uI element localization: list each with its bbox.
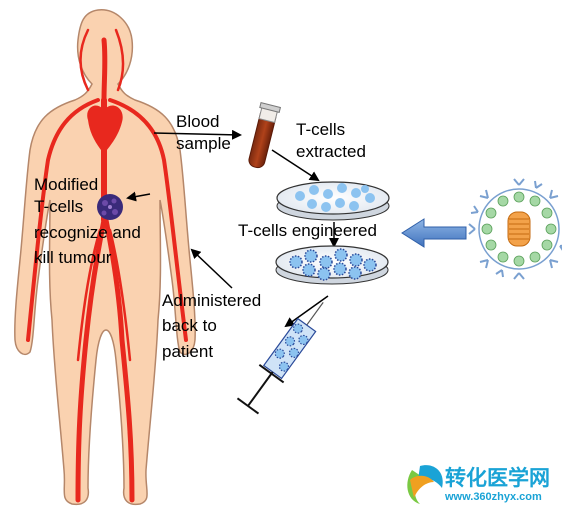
engineered-t-cells-cluster <box>289 248 377 281</box>
syringe-icon <box>236 302 324 415</box>
arrow-dish-to-syringe <box>284 295 329 328</box>
human-body-figure <box>14 9 196 506</box>
t-cells-cluster <box>295 183 375 212</box>
modified-label-line1: Modified <box>34 175 98 194</box>
arrow-body-to-tube <box>153 129 242 140</box>
blood-sample-label-line2: sample <box>176 134 231 153</box>
administered-label-line1: Administered <box>162 291 261 310</box>
blood-tube-icon <box>248 102 282 169</box>
petri-dish-engineered <box>275 245 389 285</box>
arrow-to-tumour <box>126 191 151 202</box>
petri-dish-extracted <box>276 181 390 221</box>
tumour-icon <box>97 194 123 220</box>
watermark-logo-icon <box>407 465 443 504</box>
tcells-extracted-label-line2: extracted <box>296 142 366 161</box>
blood-sample-label-line1: Blood <box>176 112 219 131</box>
arrow-tube-to-dish <box>271 149 320 182</box>
tcells-extracted-label-line1: T-cells <box>296 120 345 139</box>
modified-label-line4: kill tumour <box>34 248 112 267</box>
tcells-engineered-label: T-cells engineered <box>238 221 377 240</box>
modified-label-line3: recognize and <box>34 223 141 242</box>
watermark-url: www.360zhyx.com <box>444 491 542 503</box>
administered-label-line2: back to <box>162 316 217 335</box>
modified-label-line2: T-cells <box>34 197 83 216</box>
watermark: 转化医学网 www.360zhyx.com <box>407 465 550 504</box>
arrow-syringe-to-body <box>190 248 233 289</box>
heart-icon <box>87 105 123 154</box>
viral-vector-icon <box>468 178 562 280</box>
engineering-input-arrow <box>401 218 467 248</box>
administered-label-line3: patient <box>162 342 213 361</box>
watermark-site-name: 转化医学网 <box>445 466 550 490</box>
